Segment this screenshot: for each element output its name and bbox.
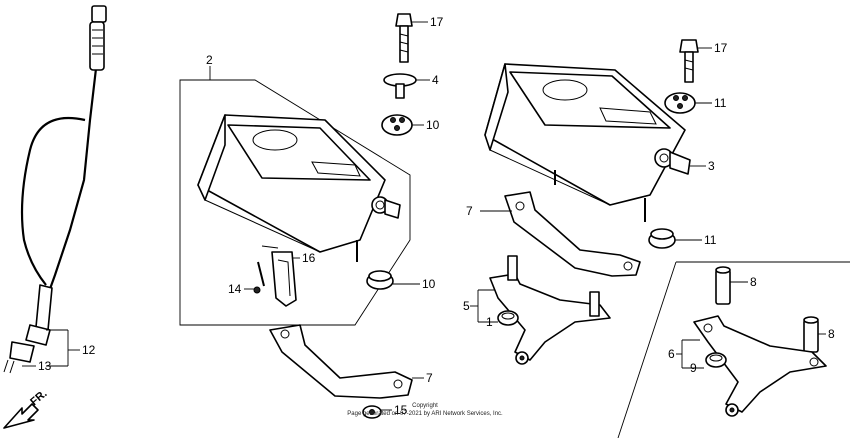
collar-8-lower [803,316,819,353]
nut-15 [362,405,382,419]
collar-8-upper [715,266,731,305]
subframe-6 [617,261,850,438]
callout-1: 1 [486,315,493,329]
callout-8-lower: 8 [828,327,835,341]
sensor-16 [261,245,297,307]
callout-10-upper: 10 [426,118,440,132]
assembly-frame-2 [179,79,411,326]
grommet-10-lower [366,270,394,290]
callout-10-lower: 10 [422,277,436,291]
grommet-11-lower [648,228,676,249]
grommet-10-upper [381,114,413,136]
meter-housing-left [197,114,401,262]
callout-12: 12 [82,343,96,357]
callout-6: 6 [668,347,675,361]
callout-2: 2 [206,53,213,67]
grommet-11-upper [664,92,696,114]
bolt-17-right [679,39,699,83]
callout-17-right: 17 [714,41,728,55]
stay-5 [489,255,611,365]
callout-14: 14 [228,282,242,296]
washer-4 [383,73,417,99]
callout-5: 5 [463,299,470,313]
bracket-7-right [504,191,641,277]
callout-3: 3 [708,159,715,173]
footer-copyright: Copyright [412,403,438,409]
bolt-17-left [395,13,413,63]
callout-7-right: 7 [466,204,473,218]
bush-1 [497,310,519,326]
callout-15: 15 [394,403,408,417]
callout-11-lower: 11 [704,233,717,247]
callout-16: 16 [302,251,316,265]
meter-housing-right [484,63,691,222]
bush-9 [705,352,727,368]
callout-4: 4 [432,73,439,87]
callout-17-left: 17 [430,15,444,29]
stay-6 [693,315,827,417]
screw-14 [253,261,265,294]
callout-8-upper: 8 [750,275,757,289]
callout-13: 13 [38,359,52,373]
front-direction-arrow [3,403,39,429]
footer-generated: Page generated on 07-2021 by ARI Network… [347,411,503,417]
speedometer-cable [3,5,107,374]
callout-9: 9 [690,361,697,375]
bracket-7-lower [269,324,413,399]
callout-7-lower: 7 [426,371,433,385]
callout-11-upper: 11 [714,96,727,110]
